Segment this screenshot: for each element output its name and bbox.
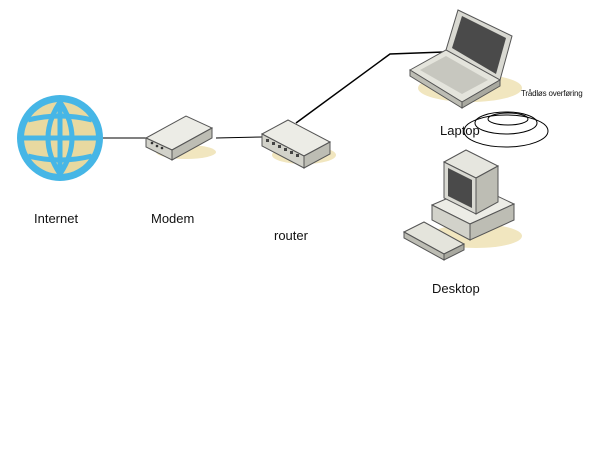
laptop-icon — [409, 9, 522, 109]
router-icon — [260, 119, 336, 169]
desktop-label: Desktop — [432, 281, 480, 296]
desktop-icon — [402, 149, 522, 261]
modem-icon — [144, 115, 216, 161]
router-label: router — [274, 228, 308, 243]
connections — [103, 51, 445, 139]
laptop-label: Laptop — [440, 123, 480, 138]
internet-label: Internet — [34, 211, 79, 226]
globe-icon — [17, 95, 103, 181]
link-router-laptop — [295, 51, 445, 124]
wireless-signal-icon — [463, 111, 549, 148]
modem-label: Modem — [151, 211, 195, 226]
link-modem-router — [215, 136, 263, 139]
wireless-transfer-label: Trådløs overføring — [521, 89, 583, 98]
